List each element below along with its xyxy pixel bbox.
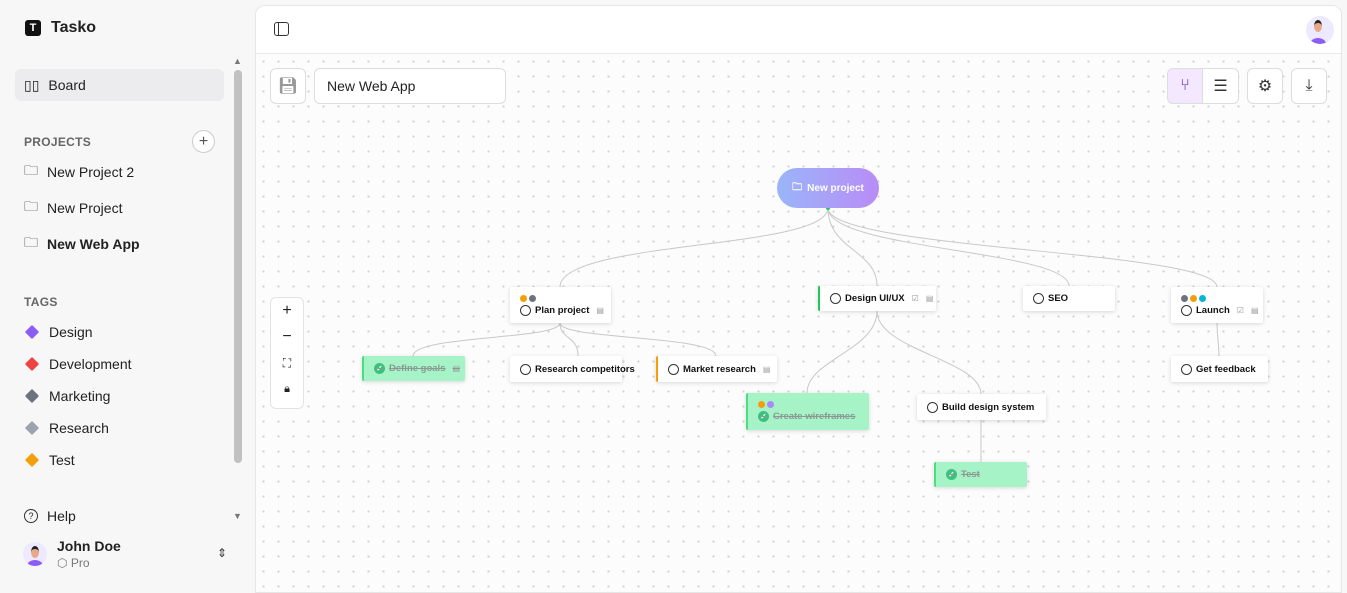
tag-diamond-icon xyxy=(24,388,40,404)
help-link[interactable]: ?Help xyxy=(15,500,224,532)
list-icon: ☰ xyxy=(1213,78,1228,95)
graph-canvas[interactable] xyxy=(256,54,1341,592)
sidebar-item-tag[interactable]: Research xyxy=(15,412,224,444)
tag-diamond-icon xyxy=(24,324,40,340)
git-branch-icon: ⑂ xyxy=(1180,77,1190,94)
sidebar-item-project[interactable]: 🗀New Project 2 xyxy=(15,156,224,188)
tag-dots xyxy=(520,294,601,302)
gear-icon: ⚙ xyxy=(1257,78,1273,95)
header-avatar[interactable] xyxy=(1306,16,1334,44)
status-circle-icon[interactable] xyxy=(830,293,841,304)
cube-icon: ⬡ xyxy=(57,556,68,570)
tag-dots xyxy=(758,401,859,408)
sidebar-item-board[interactable]: ▯▯Board xyxy=(15,69,224,101)
task-node[interactable]: Build design system xyxy=(917,394,1046,420)
folder-icon: 🗀 xyxy=(24,162,38,178)
subtask-icon: ☑ xyxy=(911,294,919,303)
check-circle-icon[interactable]: ✓ xyxy=(758,411,769,422)
folder-icon: 🗀 xyxy=(24,198,38,214)
tag-diamond-icon xyxy=(24,420,40,436)
scroll-up-icon[interactable]: ▲ xyxy=(233,56,242,66)
fit-view-button[interactable]: ⛶ xyxy=(282,355,292,370)
settings-button[interactable]: ⚙ xyxy=(1247,68,1283,104)
zoom-in-button[interactable]: + xyxy=(282,302,292,319)
graph-view-button[interactable]: ⑂ xyxy=(1167,68,1203,104)
status-circle-icon[interactable] xyxy=(520,304,531,316)
comment-icon: ▤ xyxy=(452,364,461,373)
avatar xyxy=(23,542,47,566)
board-icon: ▯▯ xyxy=(24,76,40,93)
task-node[interactable]: ✓Create wireframes xyxy=(746,393,869,430)
tag-diamond-icon xyxy=(24,356,40,372)
save-icon: 💾︎ xyxy=(277,78,299,95)
tag-dot xyxy=(1181,294,1188,302)
comment-icon: ▤ xyxy=(1250,305,1259,315)
projects-header: PROJECTS xyxy=(24,135,92,149)
task-node[interactable]: Research competitors xyxy=(510,356,635,382)
status-circle-icon[interactable] xyxy=(1181,304,1192,316)
chevron-updown-icon[interactable]: ⇕ xyxy=(217,546,228,560)
logo-icon: T xyxy=(25,20,41,36)
check-circle-icon[interactable]: ✓ xyxy=(374,363,385,374)
scroll-down-icon[interactable]: ▼ xyxy=(233,511,242,521)
tag-dot xyxy=(529,294,536,302)
task-node[interactable]: ✓Test xyxy=(934,462,1027,487)
folder-icon: 🗀 xyxy=(792,181,803,193)
task-node[interactable]: Plan project▤ xyxy=(510,287,611,323)
subtask-icon: ☑ xyxy=(1236,305,1244,315)
status-circle-icon[interactable] xyxy=(927,401,938,413)
download-button[interactable]: ⤓ xyxy=(1291,68,1327,104)
download-icon: ⤓ xyxy=(1305,77,1313,94)
tag-diamond-icon xyxy=(24,452,40,468)
sidebar-item-tag[interactable]: Development xyxy=(15,348,224,380)
task-node[interactable]: Launch☑▤ xyxy=(1171,287,1263,323)
tag-dot xyxy=(758,401,765,408)
zoom-out-button[interactable]: − xyxy=(282,328,292,345)
task-node[interactable]: SEO xyxy=(1023,286,1115,311)
status-circle-icon[interactable] xyxy=(1181,363,1192,375)
help-icon: ? xyxy=(24,509,38,523)
user-menu[interactable]: John Doe ⬡ Pro xyxy=(23,538,121,570)
sidebar-toggle-icon[interactable] xyxy=(274,22,289,36)
status-circle-icon[interactable] xyxy=(520,363,531,375)
save-button[interactable]: 💾︎ xyxy=(270,68,306,104)
folder-icon: 🗀 xyxy=(24,234,38,250)
comment-icon: ▤ xyxy=(596,305,604,315)
project-name-input[interactable] xyxy=(314,68,506,104)
sidebar-item-tag[interactable]: Test xyxy=(15,444,224,476)
task-node[interactable]: Market research▤ xyxy=(656,356,777,382)
top-bar xyxy=(256,6,1341,54)
tags-header: TAGS xyxy=(24,295,58,309)
root-node[interactable]: 🗀New project xyxy=(777,168,879,208)
zoom-controls: + − ⛶ 🔒︎ xyxy=(270,297,304,409)
tag-dot xyxy=(1190,294,1197,302)
add-project-button[interactable]: + xyxy=(192,130,215,153)
sidebar-scrollbar[interactable] xyxy=(234,70,242,463)
comment-icon: ▤ xyxy=(925,294,934,303)
sidebar-item-project[interactable]: 🗀New Project xyxy=(15,192,224,224)
tag-dot xyxy=(520,294,527,302)
lock-button[interactable]: 🔒︎ xyxy=(284,382,290,395)
sidebar-item-tag[interactable]: Marketing xyxy=(15,380,224,412)
task-node[interactable]: ✓Define goals▤ xyxy=(362,356,465,381)
sidebar-item-tag[interactable]: Design xyxy=(15,316,224,348)
sidebar-item-project[interactable]: 🗀New Web App xyxy=(15,228,224,260)
task-node[interactable]: Get feedback xyxy=(1171,356,1268,382)
status-circle-icon[interactable] xyxy=(668,363,679,375)
task-node[interactable]: Design UI/UX☑▤ xyxy=(818,286,936,311)
status-circle-icon[interactable] xyxy=(1033,293,1044,304)
check-circle-icon[interactable]: ✓ xyxy=(946,469,957,480)
tag-dot xyxy=(1199,294,1206,302)
user-plan: Pro xyxy=(70,556,90,570)
list-view-button[interactable]: ☰ xyxy=(1202,68,1239,104)
comment-icon: ▤ xyxy=(762,364,771,374)
tag-dot xyxy=(767,401,774,408)
user-name: John Doe xyxy=(57,538,121,554)
tag-dots xyxy=(1181,294,1253,302)
